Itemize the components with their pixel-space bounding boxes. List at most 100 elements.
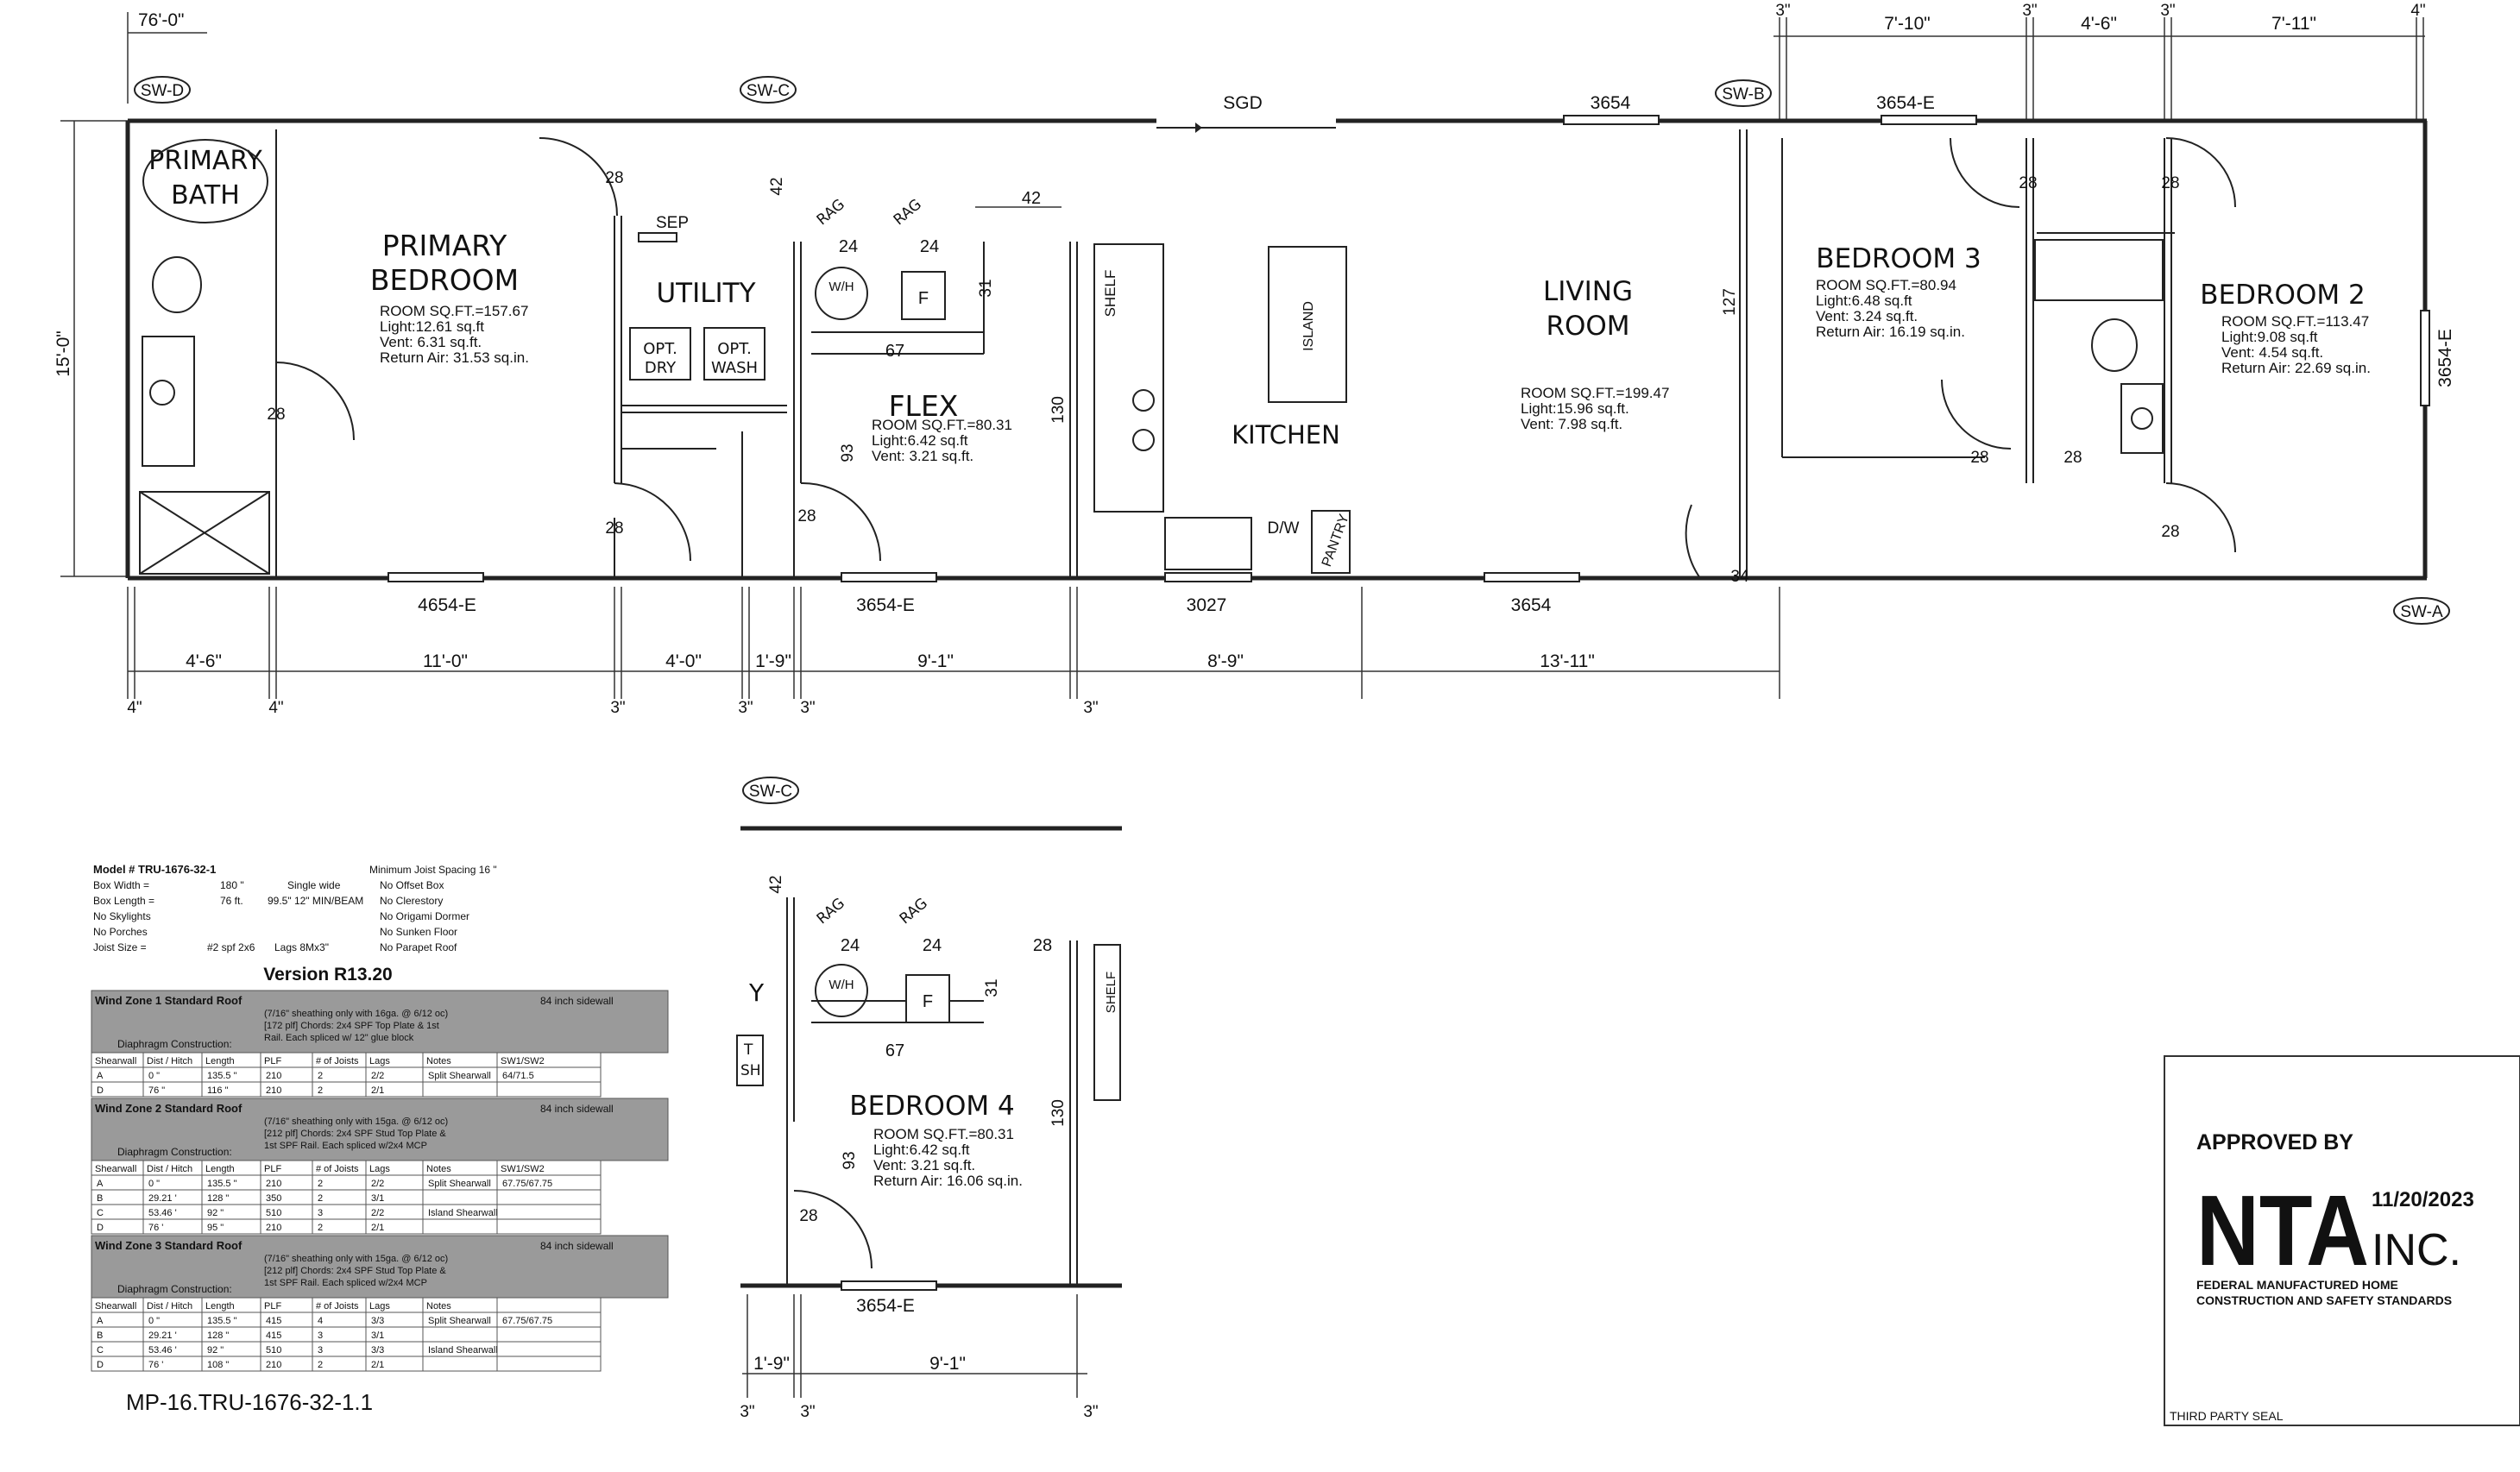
primary-bath: PRIMARY BATH bbox=[139, 139, 270, 575]
table-cell-text: 135.5 " bbox=[207, 1071, 237, 1081]
sliding-glass-door: SGD bbox=[1156, 93, 1336, 133]
room-return-air: Return Air: 31.53 sq.in. bbox=[380, 349, 529, 366]
table-header-text: PLF bbox=[264, 1301, 281, 1312]
dryer-box bbox=[629, 327, 691, 381]
table-cell-text: 4 bbox=[318, 1316, 323, 1326]
rag-label: RAG bbox=[814, 196, 848, 229]
bedroom-3: BEDROOM 3 ROOM SQ.FT.=80.94 Light:6.48 s… bbox=[1816, 174, 2038, 467]
room-return-air: Return Air: 22.69 sq.in. bbox=[2221, 360, 2371, 376]
window-bedroom3-top: 3654-E bbox=[1876, 93, 1977, 125]
wind-zone-diaphragm: Diaphragm Construction: bbox=[117, 1038, 232, 1050]
overall-length-dimension: 76'-0" bbox=[127, 10, 207, 104]
table-cell-text: 76 " bbox=[148, 1085, 165, 1096]
table-cell-text: 0 " bbox=[148, 1179, 160, 1189]
dim-label: 3" bbox=[1775, 2, 1790, 20]
rag-label: RAG bbox=[814, 895, 848, 928]
dim-label: 3" bbox=[1083, 699, 1098, 717]
table-cell-text: Split Shearwall bbox=[428, 1179, 491, 1189]
door-width: 28 bbox=[2019, 174, 2037, 192]
kitchen: SHELF ISLAND KITCHEN D/W PANTRY bbox=[1093, 243, 1352, 574]
dim-label: 4" bbox=[2410, 2, 2425, 20]
table-header-text: Lags bbox=[369, 1164, 390, 1174]
table-cell-text: 108 " bbox=[207, 1360, 229, 1370]
door-width: 28 bbox=[799, 1207, 817, 1225]
table-cell-text: 2 bbox=[318, 1071, 323, 1081]
room-name: BATH bbox=[171, 180, 240, 211]
wind-zone-diaphragm: Diaphragm Construction: bbox=[117, 1146, 232, 1158]
water-heater-icon bbox=[815, 964, 868, 1017]
room-name: BEDROOM 2 bbox=[2200, 280, 2365, 311]
dim-label: 3" bbox=[2160, 2, 2175, 20]
sep-label: SEP bbox=[656, 214, 689, 232]
table-cell-text: 2/1 bbox=[371, 1223, 384, 1233]
table-header-text: Lags bbox=[369, 1301, 390, 1312]
partial-label: Y bbox=[748, 978, 765, 1007]
door-width: 93 bbox=[841, 1151, 859, 1169]
room-sqft: ROOM SQ.FT.=80.31 bbox=[873, 1126, 1014, 1142]
door-width: 28 bbox=[605, 519, 623, 538]
spec-text: No Skylights bbox=[93, 910, 151, 922]
table-cell-text: 76 ' bbox=[148, 1360, 163, 1370]
wind-zone-title: Wind Zone 3 Standard Roof bbox=[95, 1239, 243, 1252]
table-cell-text: D bbox=[97, 1085, 104, 1096]
table-cell-text: 2 bbox=[318, 1360, 323, 1370]
spec-text: No Origami Dormer bbox=[380, 910, 469, 922]
shearwall-tag-label: SW-A bbox=[2400, 603, 2443, 621]
table-cell-text: 2/2 bbox=[371, 1071, 384, 1081]
spec-text: Box Width = bbox=[93, 879, 149, 891]
table-header-text: PLF bbox=[264, 1164, 281, 1174]
window-label: 3027 bbox=[1187, 595, 1227, 615]
table-cell-text: 2 bbox=[318, 1193, 323, 1204]
spec-text: Box Length = bbox=[93, 895, 154, 907]
kitchen-counter bbox=[1093, 243, 1164, 513]
table-cell-text: 76 ' bbox=[148, 1223, 163, 1233]
table-cell-text: 2 bbox=[318, 1085, 323, 1096]
table-header-text: PLF bbox=[264, 1056, 281, 1066]
room-name: BEDROOM 4 bbox=[849, 1091, 1014, 1122]
approval-date: 11/20/2023 bbox=[2372, 1188, 2474, 1211]
opt-dry-label: DRY bbox=[645, 359, 677, 377]
wind-zone-note: [172 plf] Chords: 2x4 SPF Top Plate & 1s… bbox=[264, 1021, 439, 1031]
room-vent: Vent: 3.24 sq.ft. bbox=[1816, 308, 1918, 324]
table-cell-text: Split Shearwall bbox=[428, 1071, 491, 1081]
table-header-text: Length bbox=[205, 1301, 235, 1312]
table-cell-text: 128 " bbox=[207, 1330, 229, 1341]
table-cell-text: 210 bbox=[266, 1085, 281, 1096]
overall-width-label: 15'-0" bbox=[54, 330, 73, 377]
room-name: FLEX bbox=[889, 389, 959, 423]
table-cell-text: 3/1 bbox=[371, 1193, 384, 1204]
table-cell-text: 128 " bbox=[207, 1193, 229, 1204]
door-width: 31 bbox=[983, 978, 1001, 997]
bottom-dimensions: 4'-6" 11'-0" 4'-0" 1'-9" 9'-1" 8'-9" 13'… bbox=[127, 587, 1780, 717]
room-name: BEDROOM bbox=[370, 263, 519, 297]
rag-label: RAG bbox=[897, 895, 931, 928]
opt-wash-label: WASH bbox=[711, 359, 758, 377]
table-cell-text: 210 bbox=[266, 1179, 281, 1189]
toilet-icon bbox=[152, 256, 202, 313]
nta-approval-seal: APPROVED BY NTA INC. 11/20/2023 FEDERAL … bbox=[2164, 1055, 2520, 1426]
dim-label: 4'-0" bbox=[665, 651, 702, 671]
furnace-label: F bbox=[923, 992, 933, 1011]
shearwall-tag-label: SW-C bbox=[749, 783, 792, 801]
dim-label: 3" bbox=[800, 1403, 815, 1421]
room-name: KITCHEN bbox=[1232, 420, 1340, 450]
door-width: 42 bbox=[767, 875, 785, 893]
dim-label: 3" bbox=[738, 699, 753, 717]
washer-box bbox=[703, 327, 765, 381]
table-cell-text: A bbox=[97, 1071, 104, 1081]
table-cell-text: 3/1 bbox=[371, 1330, 384, 1341]
table-cell-text: 210 bbox=[266, 1071, 281, 1081]
table-cell bbox=[422, 1356, 498, 1372]
dishwasher-label: D/W bbox=[1268, 519, 1300, 538]
wind-zone-title: Wind Zone 1 Standard Roof bbox=[95, 994, 243, 1007]
table-cell bbox=[496, 1341, 602, 1357]
table-header-text: Notes bbox=[426, 1164, 451, 1174]
table-cell-text: C bbox=[97, 1345, 104, 1356]
room-light: Light:6.48 sq.ft bbox=[1816, 293, 1912, 309]
window-label: 4654-E bbox=[418, 595, 476, 615]
table-cell bbox=[496, 1189, 602, 1205]
shearwall-tag-a: SW-A bbox=[2393, 597, 2450, 625]
room-sqft: ROOM SQ.FT.=157.67 bbox=[380, 303, 528, 319]
door-width: 67 bbox=[885, 1041, 904, 1060]
wind-zone-diaphragm: Diaphragm Construction: bbox=[117, 1283, 232, 1295]
